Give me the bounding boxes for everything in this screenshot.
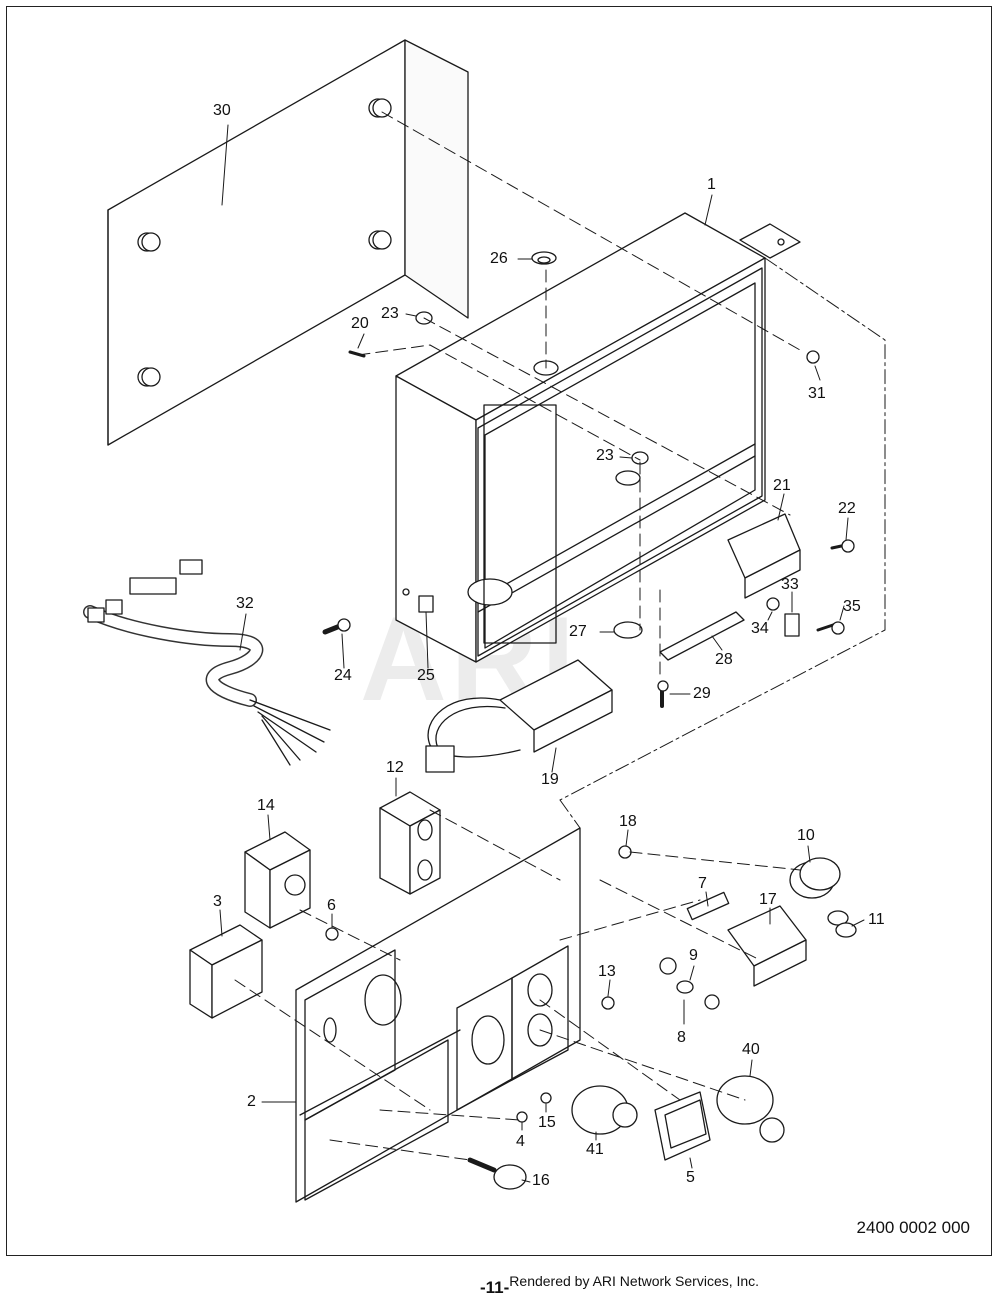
callout-5: 5 xyxy=(686,1169,695,1186)
callout-25: 25 xyxy=(417,667,435,684)
callout-14: 14 xyxy=(257,797,275,814)
callout-35: 35 xyxy=(843,598,861,615)
callout-22: 22 xyxy=(838,500,856,517)
callout-6: 6 xyxy=(327,897,336,914)
page-footer: -11-Rendered by ARI Network Services, In… xyxy=(480,1273,759,1298)
callout-16: 16 xyxy=(532,1172,550,1189)
callout-18: 18 xyxy=(619,813,637,830)
callout-32: 32 xyxy=(236,595,254,612)
callout-21: 21 xyxy=(773,477,791,494)
callout-28: 28 xyxy=(715,651,733,668)
callout-27: 27 xyxy=(569,623,587,640)
callout-9: 9 xyxy=(689,947,698,964)
part-19-rectifier-assembly xyxy=(425,659,613,773)
callout-19: 19 xyxy=(541,771,559,788)
callout-26: 26 xyxy=(490,250,508,267)
page-number: -11- xyxy=(480,1278,510,1297)
callout-17: 17 xyxy=(759,891,777,908)
callout-13: 13 xyxy=(598,963,616,980)
assembly-lines xyxy=(234,111,886,1161)
part-2-front-panel xyxy=(295,827,581,1203)
part-32-wiring-harness xyxy=(83,559,331,766)
callout-33: 33 xyxy=(781,576,799,593)
callout-34: 34 xyxy=(751,620,769,637)
callout-8: 8 xyxy=(677,1029,686,1046)
callout-31: 31 xyxy=(808,385,826,402)
part-1-control-box xyxy=(395,212,801,663)
small-hardware xyxy=(322,251,855,708)
callout-29: 29 xyxy=(693,685,711,702)
render-credit: Rendered by ARI Network Services, Inc. xyxy=(509,1273,760,1289)
callout-11: 11 xyxy=(868,911,885,928)
callout-40: 40 xyxy=(742,1041,760,1058)
panel-components xyxy=(189,791,857,1190)
callout-7: 7 xyxy=(698,875,707,892)
callout-10: 10 xyxy=(797,827,815,844)
callout-12: 12 xyxy=(386,759,404,776)
leader-lines xyxy=(219,124,865,1183)
drawing-number: 2400 0002 000 xyxy=(856,1218,970,1237)
callout-23-top: 23 xyxy=(381,305,399,322)
callout-30: 30 xyxy=(213,102,231,119)
part-30-back-cover xyxy=(107,39,469,446)
callout-15: 15 xyxy=(538,1114,556,1131)
callout-24: 24 xyxy=(334,667,352,684)
callout-41: 41 xyxy=(586,1141,604,1158)
diagram-frame xyxy=(6,6,992,1256)
callout-3: 3 xyxy=(213,893,222,910)
callout-1: 1 xyxy=(707,176,716,193)
callout-4: 4 xyxy=(516,1133,525,1150)
callout-20: 20 xyxy=(351,315,369,332)
callout-2: 2 xyxy=(247,1093,256,1110)
callout-23-mid: 23 xyxy=(596,447,614,464)
